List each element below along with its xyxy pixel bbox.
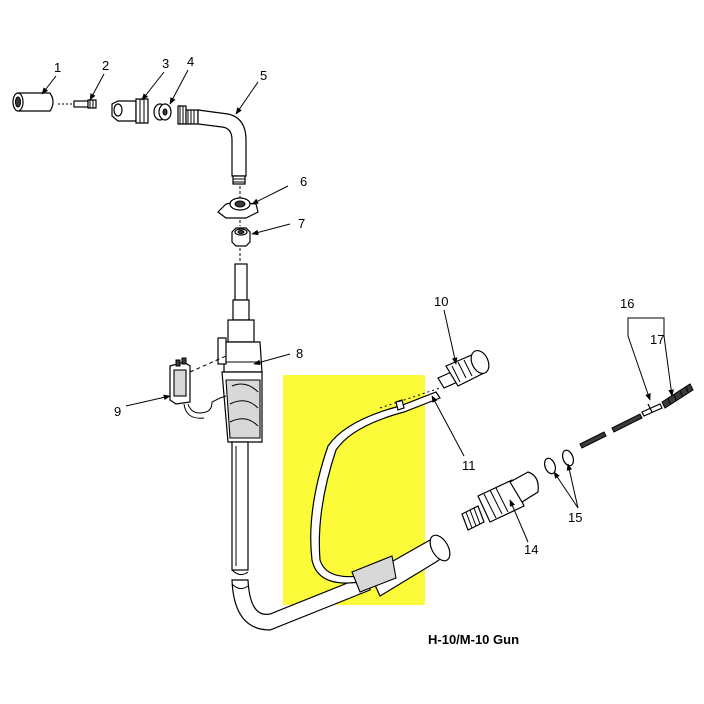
part-3-gas-diffuser bbox=[111, 98, 149, 124]
callout-7: 7 bbox=[298, 216, 305, 231]
callout-3: 3 bbox=[162, 56, 169, 71]
part-10-connector bbox=[437, 350, 490, 389]
part-7-hex-nut bbox=[231, 227, 251, 247]
callout-9: 9 bbox=[114, 404, 121, 419]
callout-17: 17 bbox=[650, 332, 664, 347]
part-1-nozzle bbox=[12, 92, 54, 112]
callout-15: 15 bbox=[568, 510, 582, 525]
callout-11: 11 bbox=[462, 458, 476, 473]
callout-16: 16 bbox=[620, 296, 634, 311]
part-15-o-rings bbox=[543, 449, 575, 475]
part-9-trigger-switch bbox=[169, 355, 227, 419]
part-6-handle-lock bbox=[217, 197, 259, 219]
callout-6: 6 bbox=[300, 174, 307, 189]
callout-8: 8 bbox=[296, 346, 303, 361]
callout-1: 1 bbox=[54, 60, 61, 75]
callout-14: 14 bbox=[524, 542, 538, 557]
part-16-liner-assembly bbox=[579, 383, 694, 449]
leader-lines bbox=[41, 69, 674, 543]
part-11-liner bbox=[310, 387, 441, 593]
part-2-contact-tip bbox=[58, 99, 97, 109]
callout-5: 5 bbox=[260, 68, 267, 83]
part-5-gooseneck bbox=[177, 105, 247, 185]
callout-2: 2 bbox=[102, 58, 109, 73]
part-8-handle bbox=[217, 263, 263, 571]
part-4-insulator bbox=[153, 103, 172, 121]
callout-4: 4 bbox=[187, 54, 194, 69]
part-14-feed-plug bbox=[461, 471, 539, 531]
diagram-caption: H-10/M-10 Gun bbox=[428, 632, 519, 647]
callout-10: 10 bbox=[434, 294, 448, 309]
